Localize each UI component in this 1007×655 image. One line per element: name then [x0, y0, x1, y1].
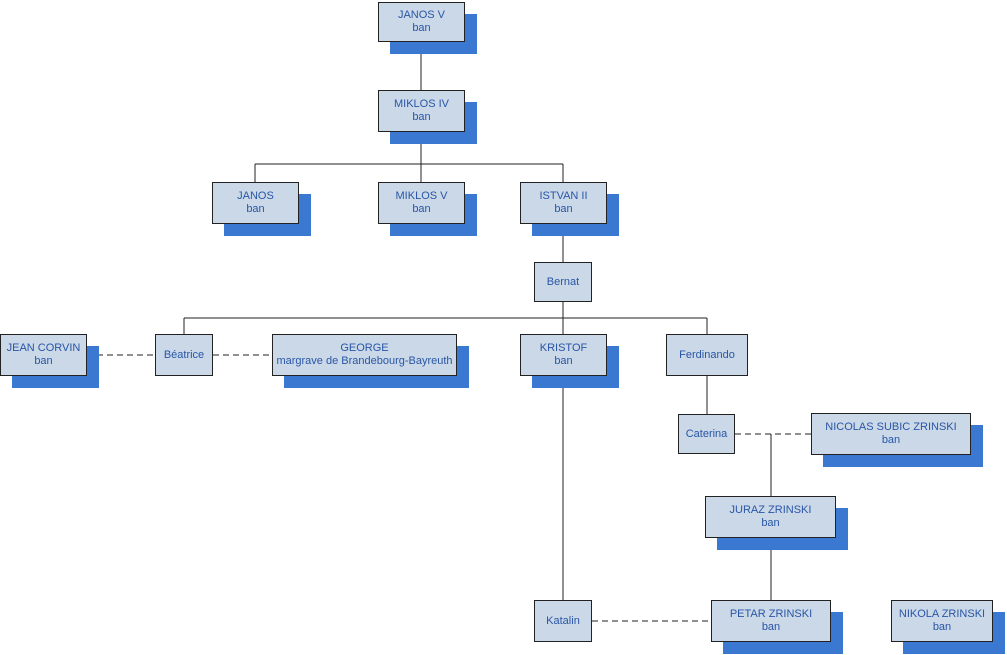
person-caterina: Caterina — [678, 414, 735, 454]
person-title: ban — [761, 621, 781, 633]
person-title: ban — [881, 434, 901, 446]
person-name: JURAZ ZRINSKI — [729, 504, 812, 516]
person-title: ban — [554, 203, 573, 215]
person-name: Caterina — [685, 427, 728, 440]
person-name: KRISTOF — [539, 342, 588, 354]
person-title: ban — [554, 355, 573, 367]
person-name: MIKLOS V — [395, 190, 448, 202]
person-name: Bernat — [546, 275, 580, 288]
person-name: Katalin — [546, 614, 580, 627]
person-name: Béatrice — [163, 348, 205, 361]
person-bernat: Bernat — [534, 262, 592, 302]
person-name: JANOS V — [397, 9, 446, 21]
person-name: GEORGE — [340, 342, 389, 354]
person-name: MIKLOS IV — [393, 98, 450, 110]
person-name: NICOLAS SUBIC ZRINSKI — [825, 421, 957, 433]
person-katalin: Katalin — [534, 600, 592, 642]
person-title: ban — [412, 22, 431, 34]
person-title: ban — [34, 355, 53, 367]
person-title: ban — [761, 517, 780, 529]
person-name: NIKOLA ZRINSKI — [898, 608, 986, 620]
person-name: PETAR ZRINSKI — [729, 608, 813, 620]
person-name: JEAN CORVIN — [6, 342, 81, 354]
person-title: margrave de Brandebourg-Bayreuth — [276, 355, 453, 367]
person-name: ISTVAN II — [539, 190, 588, 202]
person-title: ban — [412, 203, 431, 215]
person-name: JANOS — [237, 190, 274, 202]
person-title: ban — [412, 111, 431, 123]
person-title: ban — [246, 203, 265, 215]
person-title: ban — [932, 621, 952, 633]
person-beatrice: Béatrice — [155, 334, 213, 376]
person-name: Ferdinando — [679, 348, 735, 361]
person-ferdinando: Ferdinando — [666, 334, 748, 376]
